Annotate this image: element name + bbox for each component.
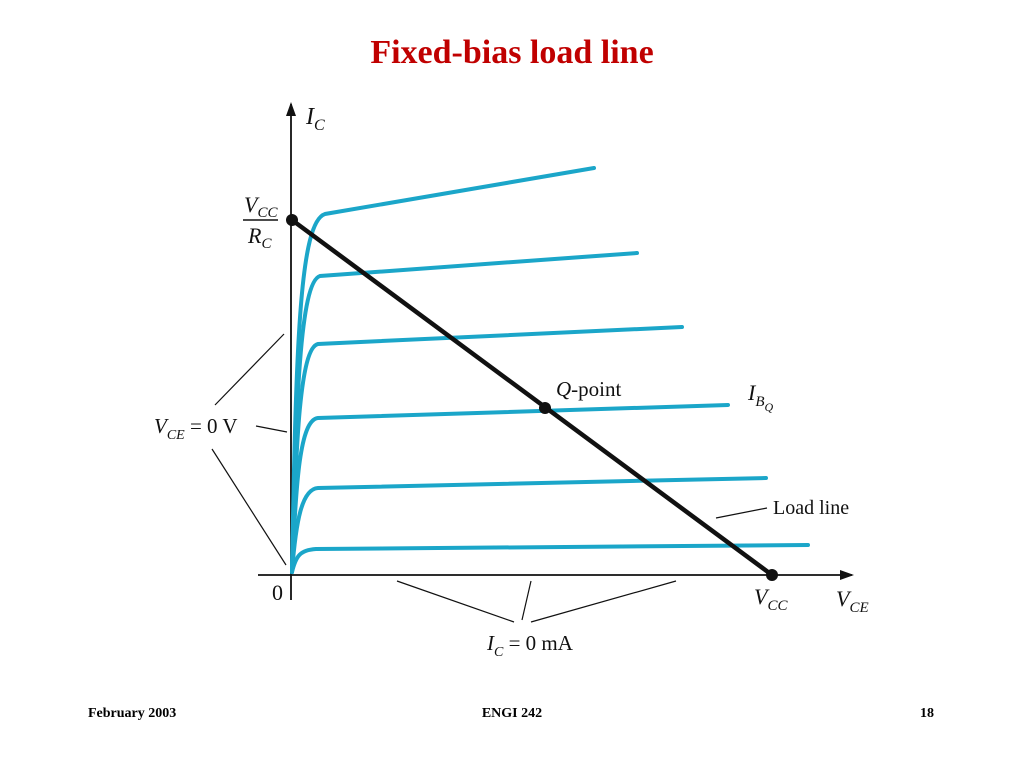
x-intercept-label: VCC	[754, 584, 788, 614]
q-point	[539, 402, 551, 414]
y-intercept-point	[286, 214, 298, 226]
vce-zero-label: VCE = 0 V	[154, 414, 238, 443]
load-line	[289, 217, 775, 578]
footer-page-number: 18	[920, 706, 934, 721]
page-title: Fixed-bias load line	[370, 34, 654, 71]
characteristic-curves	[290, 166, 810, 574]
y-axis-label: IC	[305, 104, 325, 134]
load-line-label: Load line	[773, 497, 849, 519]
characteristic-curve	[290, 476, 768, 574]
q-point-label: Q-point	[556, 377, 621, 401]
y-intercept-label: VCC RC	[243, 192, 278, 252]
x-intercept-point	[766, 569, 778, 581]
svg-text:RC: RC	[247, 223, 272, 252]
origin-label: 0	[272, 580, 283, 605]
vce-zero-leaders	[211, 333, 288, 566]
characteristic-curve	[290, 543, 810, 574]
footer-date: February 2003	[88, 706, 177, 721]
ic-zero-leaders	[396, 580, 677, 623]
svg-text:VCC: VCC	[244, 192, 278, 221]
footer-course: ENGI 242	[481, 706, 543, 721]
ibq-label: IBQ	[747, 380, 774, 414]
characteristic-curve	[290, 166, 596, 574]
load-line-leader	[715, 507, 768, 519]
x-axis-label: VCE	[836, 586, 869, 616]
ic-zero-label: IC = 0 mA	[486, 631, 574, 660]
